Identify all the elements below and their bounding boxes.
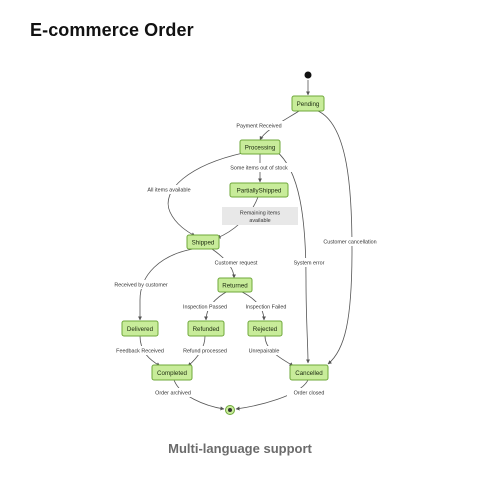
state-returned: Returned (217, 277, 253, 293)
label-unrepairable: Unrepairable (242, 346, 286, 355)
state-delivered: Delivered (121, 320, 159, 337)
svg-text:Pending: Pending (297, 101, 320, 108)
label-inspection-passed: Inspection Passed (176, 302, 234, 311)
label-customer-cancellation: Customer cancellation (315, 237, 385, 246)
svg-text:Unrepairable: Unrepairable (249, 349, 280, 355)
state-shipped: Shipped (186, 234, 220, 250)
label-all-items-available: All items available (140, 185, 198, 194)
edge-processing-cancelled (275, 150, 310, 364)
label-feedback-received: Feedback Received (110, 346, 170, 355)
svg-text:Refund processed: Refund processed (183, 349, 227, 355)
svg-text:Payment Received: Payment Received (236, 124, 281, 130)
edge-processing-shipped (167, 152, 244, 237)
edge-cancelled-end (235, 379, 309, 411)
state-cancelled: Cancelled (289, 364, 329, 381)
final-state (225, 405, 235, 415)
svg-text:Inspection Failed: Inspection Failed (246, 305, 287, 311)
svg-text:Cancelled: Cancelled (295, 370, 323, 377)
svg-text:Delivered: Delivered (127, 326, 154, 333)
label-received-by-customer: Received by customer (106, 280, 176, 289)
label-payment-received: Payment Received (230, 121, 288, 130)
state-rejected: Rejected (247, 320, 283, 337)
svg-text:Customer request: Customer request (215, 261, 258, 267)
svg-text:Order archived: Order archived (155, 391, 191, 397)
svg-text:PartiallyShipped: PartiallyShipped (237, 188, 282, 195)
edge-shipped-delivered (138, 248, 194, 321)
svg-text:available: available (249, 218, 270, 224)
svg-text:Rejected: Rejected (253, 326, 278, 333)
label-remaining-items-available: Remaining items available (222, 207, 298, 225)
svg-text:Returned: Returned (222, 283, 248, 290)
label-some-items-out-of-stock: Some items out of stock (222, 163, 296, 172)
label-inspection-failed: Inspection Failed (238, 302, 294, 311)
svg-text:Feedback Received: Feedback Received (116, 349, 164, 355)
label-system-error: System error (288, 258, 330, 267)
state-completed: Completed (151, 364, 193, 381)
page-title: E-commerce Order (30, 20, 194, 40)
svg-text:Completed: Completed (157, 370, 187, 377)
caption: Multi-language support (168, 441, 312, 456)
svg-text:Received by customer: Received by customer (114, 283, 168, 289)
state-pending: Pending (291, 95, 325, 112)
initial-state-dot (304, 71, 312, 79)
svg-text:Remaining items: Remaining items (240, 211, 280, 217)
svg-text:Inspection Passed: Inspection Passed (183, 305, 227, 311)
svg-text:Refunded: Refunded (193, 326, 220, 333)
svg-text:Order closed: Order closed (294, 391, 325, 397)
label-order-archived: Order archived (148, 388, 198, 397)
state-refunded: Refunded (187, 320, 225, 337)
label-refund-processed: Refund processed (176, 346, 234, 355)
svg-text:Processing: Processing (245, 145, 276, 152)
edge-completed-end (173, 379, 225, 411)
label-order-closed: Order closed (287, 388, 331, 397)
svg-text:Customer cancellation: Customer cancellation (323, 240, 376, 246)
edge-pending-cancelled (317, 110, 353, 365)
svg-text:Some items out of stock: Some items out of stock (230, 166, 288, 172)
state-partially-shipped: PartiallyShipped (229, 182, 289, 198)
label-customer-request: Customer request (207, 258, 265, 267)
svg-text:All items available: All items available (147, 188, 190, 194)
svg-text:System error: System error (294, 261, 325, 267)
state-processing: Processing (239, 139, 281, 155)
svg-text:Shipped: Shipped (192, 240, 215, 247)
